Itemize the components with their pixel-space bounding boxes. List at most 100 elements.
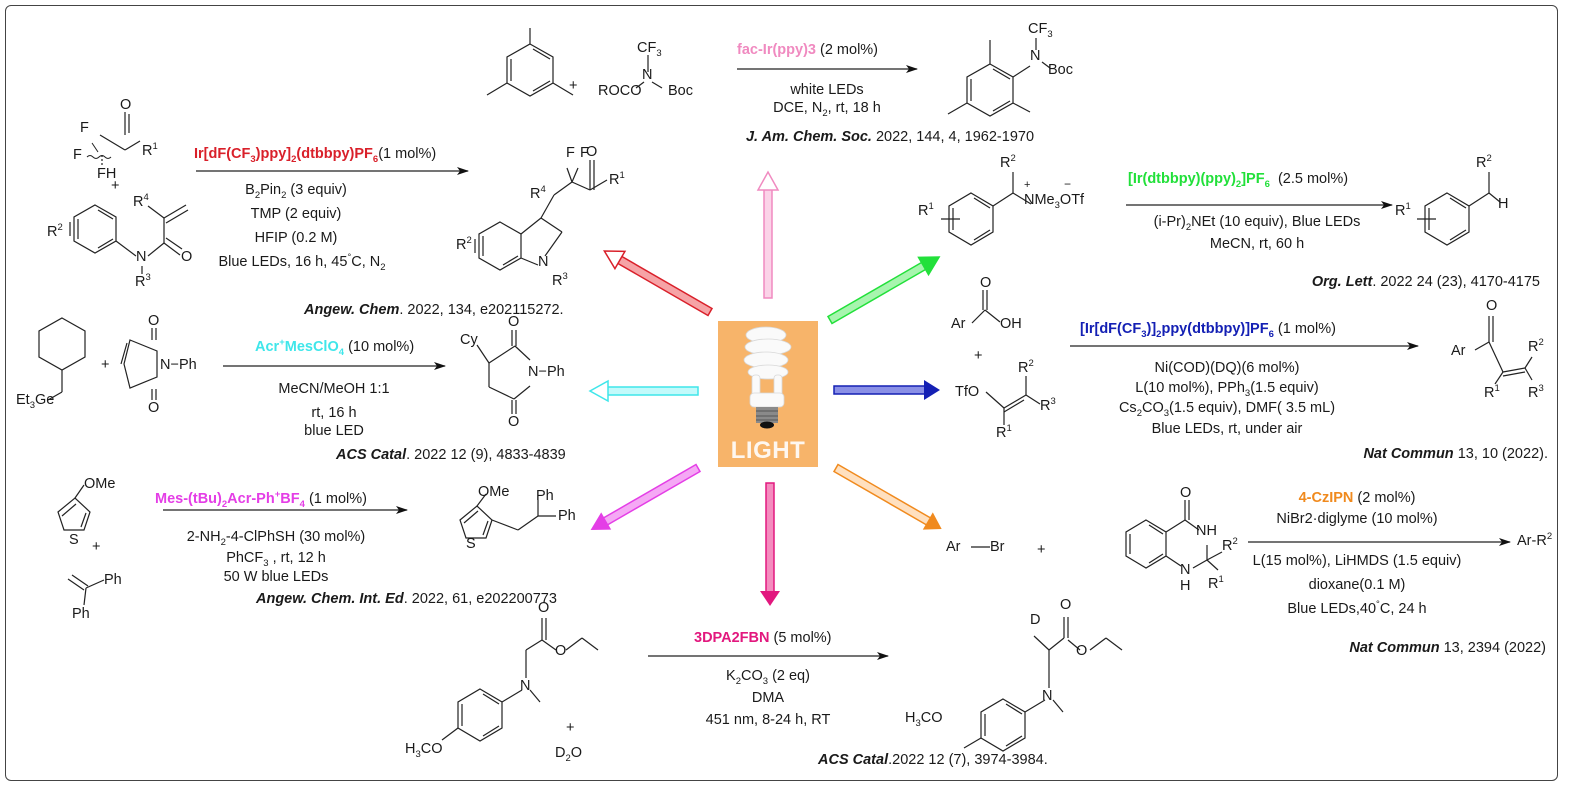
atom-label: R4 bbox=[133, 192, 149, 210]
arrow-pink-up bbox=[756, 170, 780, 299]
plus-sign: + bbox=[111, 178, 120, 194]
atom-label: H3CO bbox=[405, 741, 443, 760]
atom-label: Ar bbox=[946, 539, 961, 555]
atom-label: O bbox=[181, 249, 193, 265]
atom-label: Cy bbox=[460, 332, 478, 348]
condition-line: L(10 mol%), PPh3(1.5 equiv) bbox=[1135, 380, 1319, 399]
atom-label: Boc bbox=[1048, 62, 1073, 78]
condition-line: K2CO3 (2 eq) bbox=[726, 668, 810, 687]
condition-line: (i-Pr)2NEt (10 equiv), Blue LEDs bbox=[1153, 214, 1361, 233]
atom-label: O bbox=[508, 414, 520, 430]
atom-label: N bbox=[1180, 562, 1191, 578]
methoxythiophene-structure bbox=[57, 484, 91, 531]
catalyst-label: 3DPA2FBN (5 mol%) bbox=[694, 630, 832, 646]
atom-label: R1 bbox=[1484, 383, 1500, 401]
enone-product-structure bbox=[1474, 316, 1533, 385]
condition-line: blue LED bbox=[304, 423, 364, 439]
atom-label: O bbox=[508, 314, 520, 330]
atom-label: Ar bbox=[1451, 343, 1466, 359]
atom-label: N−Ph bbox=[160, 357, 197, 373]
atom-label: O bbox=[555, 643, 567, 659]
difluoro-reactant-structure bbox=[86, 112, 141, 166]
diphenylethylene-structure bbox=[67, 574, 105, 606]
condition-line: PhCF3 , rt, 12 h bbox=[226, 550, 326, 569]
atom-label: OH bbox=[1000, 316, 1022, 332]
condition-line: DMA bbox=[751, 690, 785, 706]
atom-label: F bbox=[580, 145, 589, 161]
atom-label: D bbox=[1030, 612, 1041, 628]
condition-line: DCE, N2, rt, 18 h bbox=[773, 100, 881, 119]
reference-citation: Nat Commun 13, 2394 (2022) bbox=[1349, 640, 1546, 656]
atom-label: H3CO bbox=[905, 710, 943, 729]
condition-line: Ni(COD)(DQ)(6 mol%) bbox=[1154, 360, 1300, 376]
atom-label: R2 bbox=[47, 222, 63, 240]
reagent-structure-1 bbox=[635, 55, 663, 89]
condition-line: MeCN, rt, 60 h bbox=[1209, 236, 1305, 252]
catalyst-label: [Ir(dtbbpy)(ppy)2]PF6 (2.5 mol%) bbox=[1128, 171, 1349, 190]
atom-label: H bbox=[1180, 578, 1191, 594]
arrow-orange-downright bbox=[832, 463, 942, 530]
mesitylene-structure bbox=[486, 28, 574, 97]
atom-label: NH bbox=[1196, 523, 1217, 539]
atom-label: R3 bbox=[552, 271, 568, 289]
atom-label: O bbox=[1076, 643, 1088, 659]
atom-label: R4 bbox=[530, 184, 546, 202]
plus-sign: + bbox=[101, 357, 110, 373]
catalyst-label: Acr+MesClO4 (10 mol%) bbox=[255, 337, 415, 358]
charge-label: + bbox=[1024, 179, 1031, 191]
reference-citation: Angew. Chem. Int. Ed. 2022, 61, e2022007… bbox=[256, 591, 557, 607]
arrow-cyan-left bbox=[588, 379, 699, 403]
carboxylic-acid-structure bbox=[971, 290, 1001, 324]
condition-line: 451 nm, 8-24 h, RT bbox=[705, 712, 831, 728]
condition-line: HFIP (0.2 M) bbox=[254, 230, 338, 246]
atom-label: TfO bbox=[955, 384, 980, 400]
atom-label: O bbox=[1486, 298, 1498, 314]
condition-line: Blue LEDs, 16 h, 45°C, N2 bbox=[218, 252, 386, 273]
succinimide-product-structure bbox=[476, 330, 531, 414]
atom-label: ROCO bbox=[598, 83, 642, 99]
atom-label: R3 bbox=[1040, 396, 1056, 414]
atom-label: Ph bbox=[536, 488, 554, 504]
product-structure-1 bbox=[947, 38, 1051, 117]
atom-label: CF3 bbox=[637, 40, 662, 59]
condition-line: Cs2CO3(1.5 equiv), DMF( 3.5 mL) bbox=[1118, 400, 1336, 419]
atom-label: S bbox=[69, 532, 79, 548]
atom-label: D2O bbox=[555, 745, 583, 764]
atom-label: Et3Ge bbox=[16, 392, 55, 411]
atom-label: N−Ph bbox=[528, 364, 565, 380]
condition-line: NiBr2·diglyme (10 mol%) bbox=[1276, 511, 1438, 527]
atom-label: Boc bbox=[668, 83, 693, 99]
reference-citation: Nat Commun 13, 10 (2022). bbox=[1363, 446, 1548, 462]
atom-label: R2 bbox=[1018, 358, 1034, 376]
cyclohexylgermane-structure bbox=[38, 317, 86, 401]
condition-line: B2Pin2 (3 equiv) bbox=[245, 182, 347, 201]
condition-line: 50 W blue LEDs bbox=[223, 569, 329, 585]
condition-line: TMP (2 equiv) bbox=[250, 206, 342, 222]
condition-line: Blue LEDs, rt, under air bbox=[1151, 421, 1303, 437]
atom-label: R1 bbox=[996, 423, 1012, 441]
atom-label: Br bbox=[990, 539, 1005, 555]
reference-citation: ACS Catal.2022 12 (7), 3974-3984. bbox=[818, 752, 1048, 768]
atom-label: O bbox=[1180, 485, 1192, 501]
catalyst-label: 4-CzIPN (2 mol%) bbox=[1298, 490, 1416, 506]
reference-citation: Org. Lett. 2022 24 (23), 4170-4175 bbox=[1311, 274, 1540, 290]
atom-label: O bbox=[148, 313, 160, 329]
arrow-green-upright bbox=[826, 256, 941, 325]
atom-label: O bbox=[538, 600, 550, 616]
atom-label: Ph bbox=[72, 606, 90, 622]
atom-label: N bbox=[1030, 48, 1041, 64]
plus-sign: + bbox=[566, 720, 575, 736]
catalyst-label: fac-Ir(ppy)3 (2 mol%) bbox=[737, 42, 879, 58]
atom-label: FH bbox=[97, 166, 117, 182]
condition-line: L(15 mol%), LiHMDS (1.5 equiv) bbox=[1252, 553, 1462, 569]
catalyst-label: Mes-(tBu)2Acr-Ph+BF4 (1 mol%) bbox=[155, 489, 367, 510]
atom-label: R2 bbox=[1222, 536, 1238, 554]
reference-citation: J. Am. Chem. Soc. 2022, 144, 4, 1962-197… bbox=[745, 129, 1035, 145]
atom-label: F bbox=[80, 120, 89, 136]
atom-label: N bbox=[520, 678, 531, 694]
thiophene-product-structure bbox=[459, 493, 556, 539]
atom-label: R1 bbox=[609, 170, 625, 188]
plus-sign: + bbox=[569, 78, 578, 94]
atom-label: R2 bbox=[1528, 337, 1544, 355]
